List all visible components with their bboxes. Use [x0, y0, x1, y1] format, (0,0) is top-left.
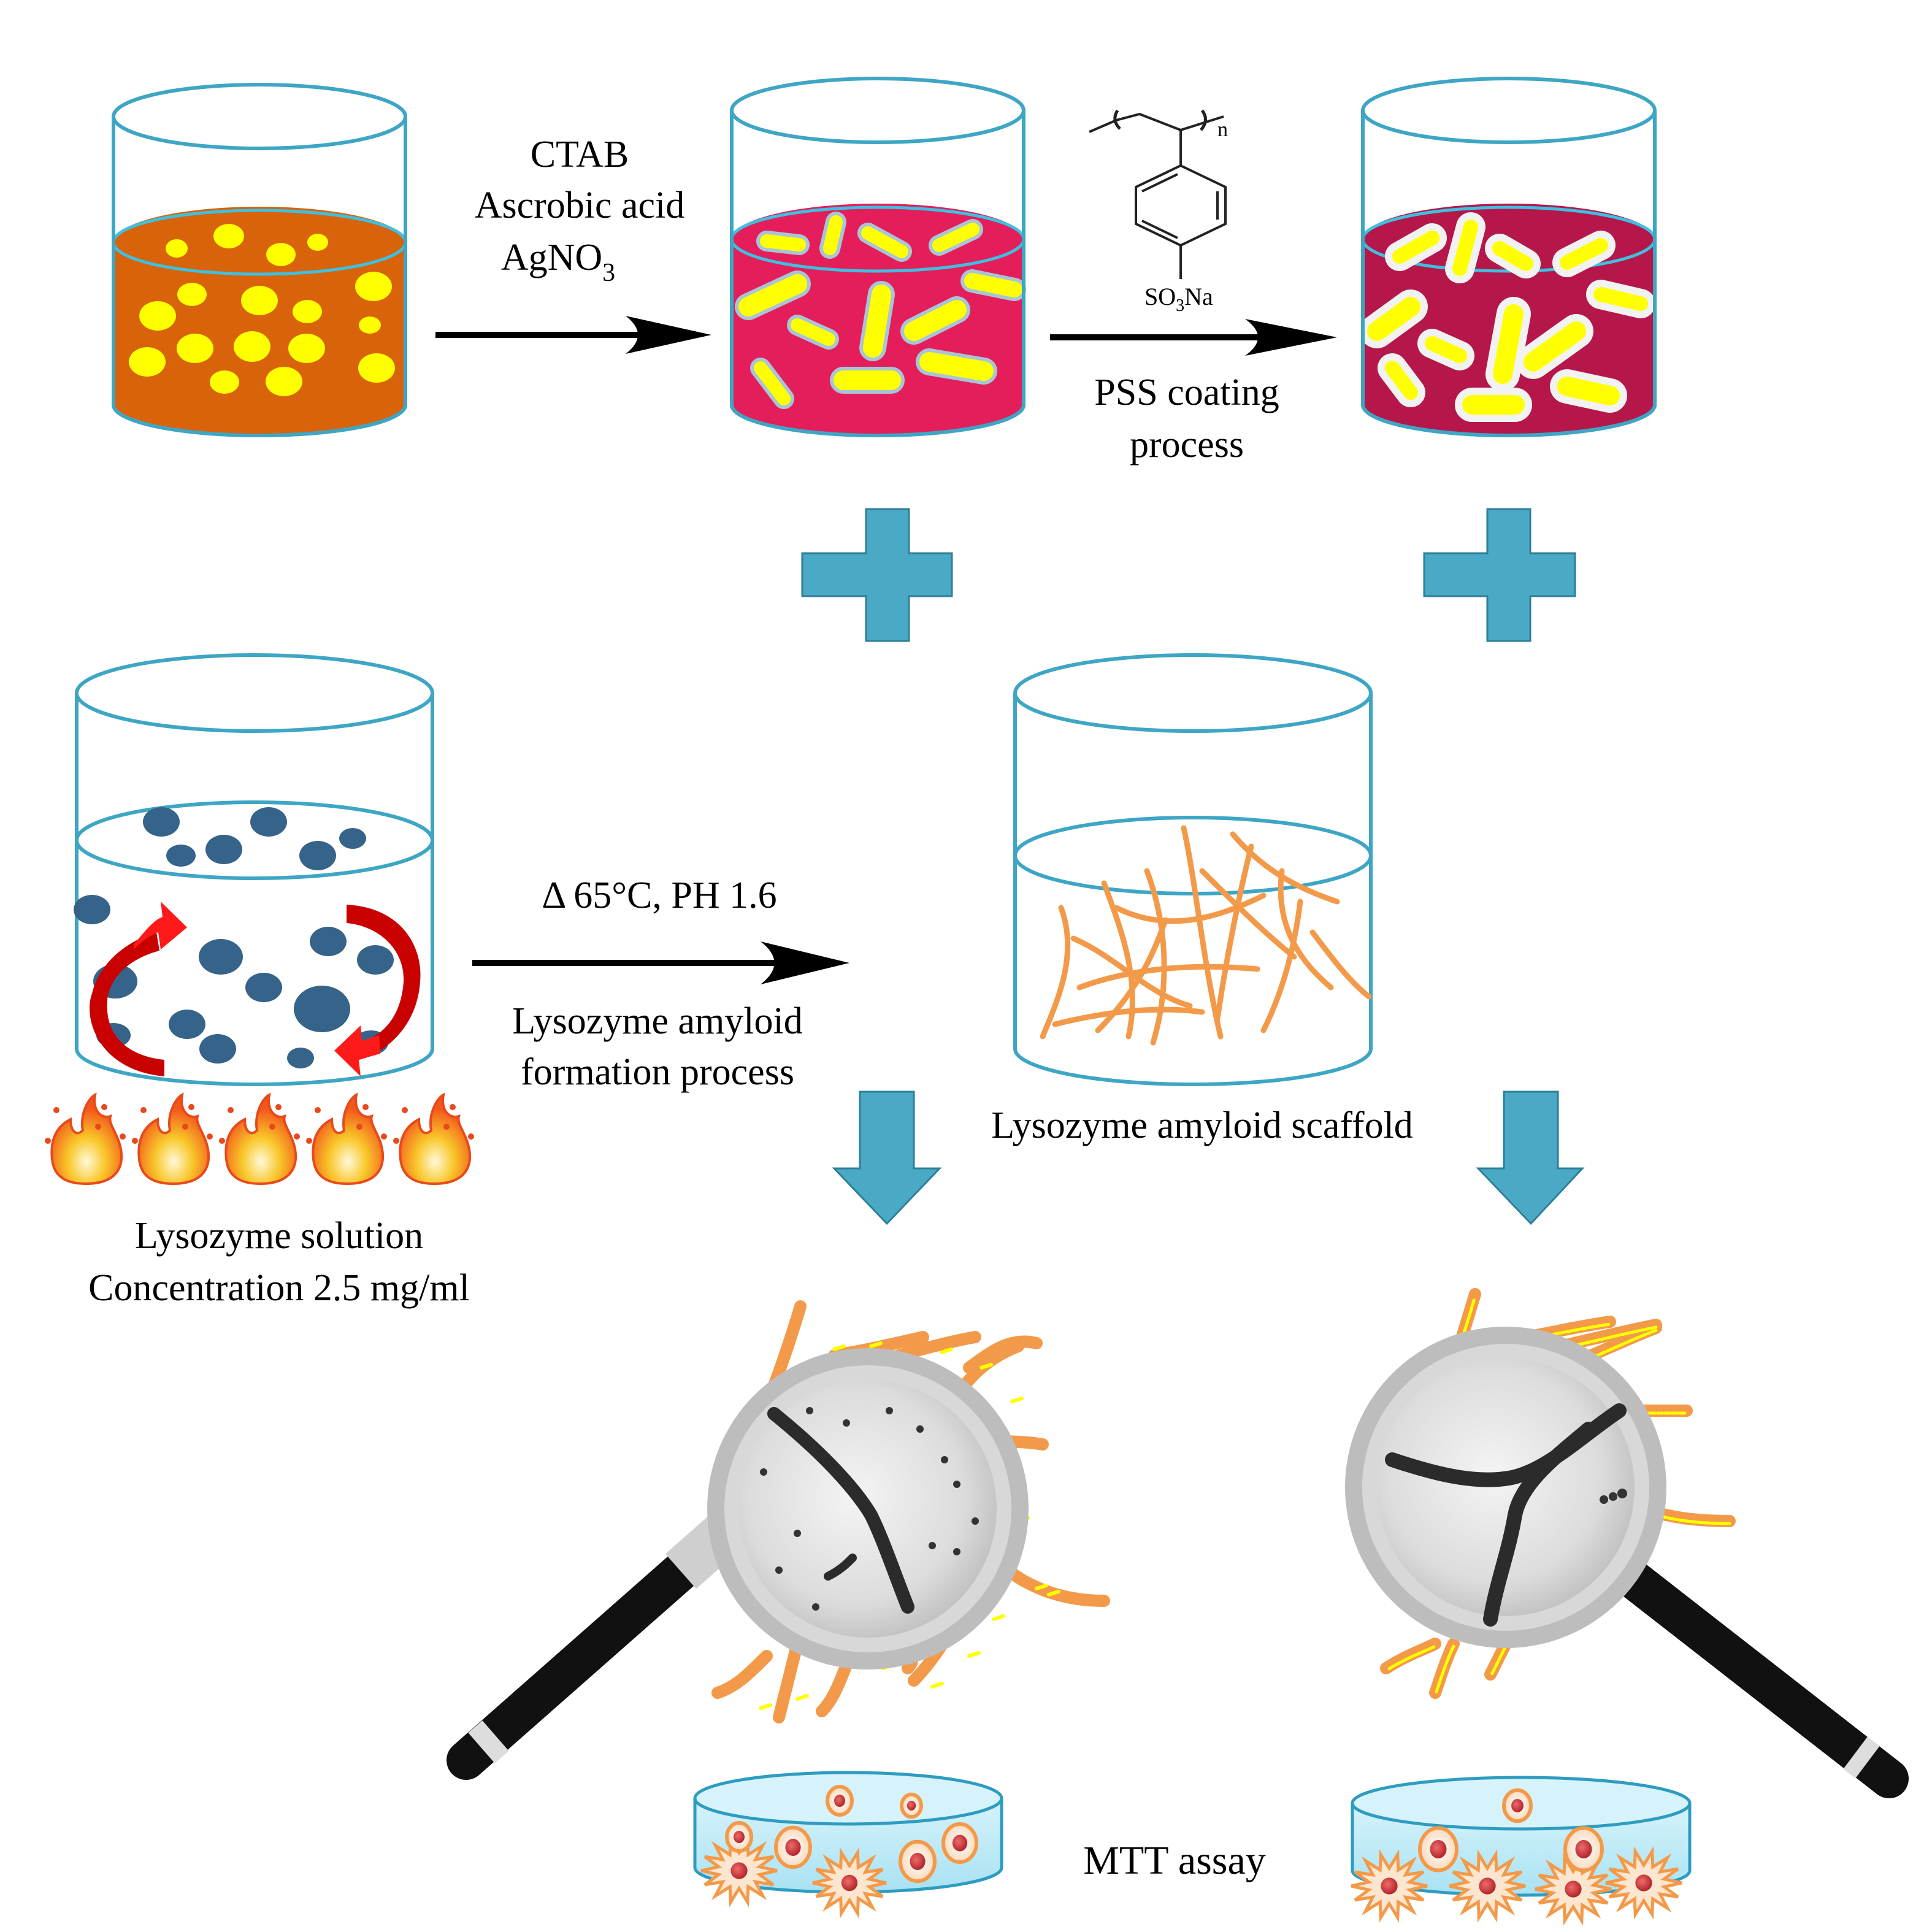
tem-fibril-trace [1385, 1403, 1627, 1627]
cell [1563, 1826, 1604, 1873]
reagent-ascorbic-acid: Ascrobic acid [475, 185, 685, 226]
mtt-assay-label: MTT assay [1083, 1838, 1266, 1883]
petri-dish-left [693, 1771, 1003, 1919]
down-arrow-icon [1476, 1091, 1585, 1225]
cell [900, 1792, 923, 1819]
lysozyme-molecules [74, 807, 394, 1068]
gold-nanorod [992, 1614, 1005, 1621]
reaction-arrow-3 [472, 941, 849, 984]
flame-icon [306, 1092, 387, 1186]
stir-arrow-icon [90, 902, 421, 1076]
gold-nanorod [1010, 1397, 1024, 1403]
cell [774, 1825, 812, 1869]
beaker-gold-seeds [112, 83, 407, 437]
magnifier-amyloid-pss-rods [447, 1300, 1110, 1780]
gold-nanorod [1047, 1590, 1060, 1597]
apoptotic-cell [1449, 1849, 1526, 1923]
fibrillation-conditions-label: Δ 65°C, PH 1.6 [542, 875, 776, 916]
reaction-arrow-2 [1050, 319, 1337, 356]
beaker-gold-nanorods [730, 77, 1026, 437]
flame-icon [393, 1092, 474, 1186]
reaction-arrow-1 [435, 316, 711, 354]
pss-coating-label-2: process [1130, 424, 1244, 466]
gold-nanorod [979, 1363, 993, 1370]
cell [725, 1821, 753, 1853]
reagent-ctab: CTAB [531, 134, 629, 175]
beaker-pss-coated-nanorods [1360, 77, 1657, 437]
scaffold-label: Lysozyme amyloid scaffold [991, 1105, 1413, 1146]
cell [941, 1822, 978, 1865]
apoptotic-cell [1351, 1849, 1428, 1923]
tem-image-lens [1377, 1359, 1635, 1616]
magnifier-amyloid-coated-rods [1345, 1288, 1909, 1798]
gold-nanorod [759, 1703, 772, 1710]
cell [826, 1785, 854, 1817]
pss-repeat-subscript: n [1217, 118, 1228, 141]
gold-nanorod [940, 1347, 953, 1354]
lysozyme-concentration-label: Concentration 2.5 mg/ml [88, 1267, 470, 1309]
plus-icon [801, 508, 953, 642]
cell [1418, 1826, 1459, 1873]
beaker-amyloid-scaffold [1013, 653, 1373, 1086]
amyloid-fibrils [1040, 825, 1372, 1046]
pss-sulfonate-group: SO3Na [1144, 283, 1213, 315]
gold-nanorod [930, 1682, 944, 1689]
plus-icon [1423, 508, 1576, 642]
cell [899, 1839, 937, 1884]
lysozyme-solution-label: Lysozyme solution [135, 1215, 423, 1257]
amyloid-formation-label-2: formation process [521, 1051, 794, 1093]
reagent-agno3: AgNO3 [501, 237, 615, 287]
gold-seeds [129, 224, 395, 396]
gold-nanorod [1035, 1584, 1048, 1590]
flame-icon [45, 1092, 126, 1186]
pss-structure [1089, 109, 1227, 279]
apoptotic-cell [812, 1847, 887, 1919]
beaker-lysozyme-solution [74, 653, 434, 1086]
amyloid-formation-label-1: Lysozyme amyloid [512, 1000, 803, 1042]
gold-nanorods-core [738, 215, 1022, 405]
down-arrow-icon [832, 1091, 942, 1225]
pss-coated-rods-core [1367, 220, 1648, 415]
cell [1502, 1788, 1533, 1823]
gold-nanorod [869, 1341, 883, 1348]
apoptotic-cell [700, 1834, 778, 1907]
flame-icon [132, 1092, 213, 1186]
pss-coating-label-1: PSS coating [1094, 372, 1279, 413]
gold-nanorod [832, 1344, 846, 1351]
flame-icon [219, 1092, 300, 1186]
apoptotic-cell [1605, 1846, 1682, 1920]
tem-fibril-trace [767, 1407, 914, 1614]
petri-dish-right [1351, 1776, 1692, 1926]
gold-nanorod [967, 1651, 981, 1658]
heat-flames [45, 1092, 474, 1186]
gold-nanorod [795, 1694, 809, 1701]
